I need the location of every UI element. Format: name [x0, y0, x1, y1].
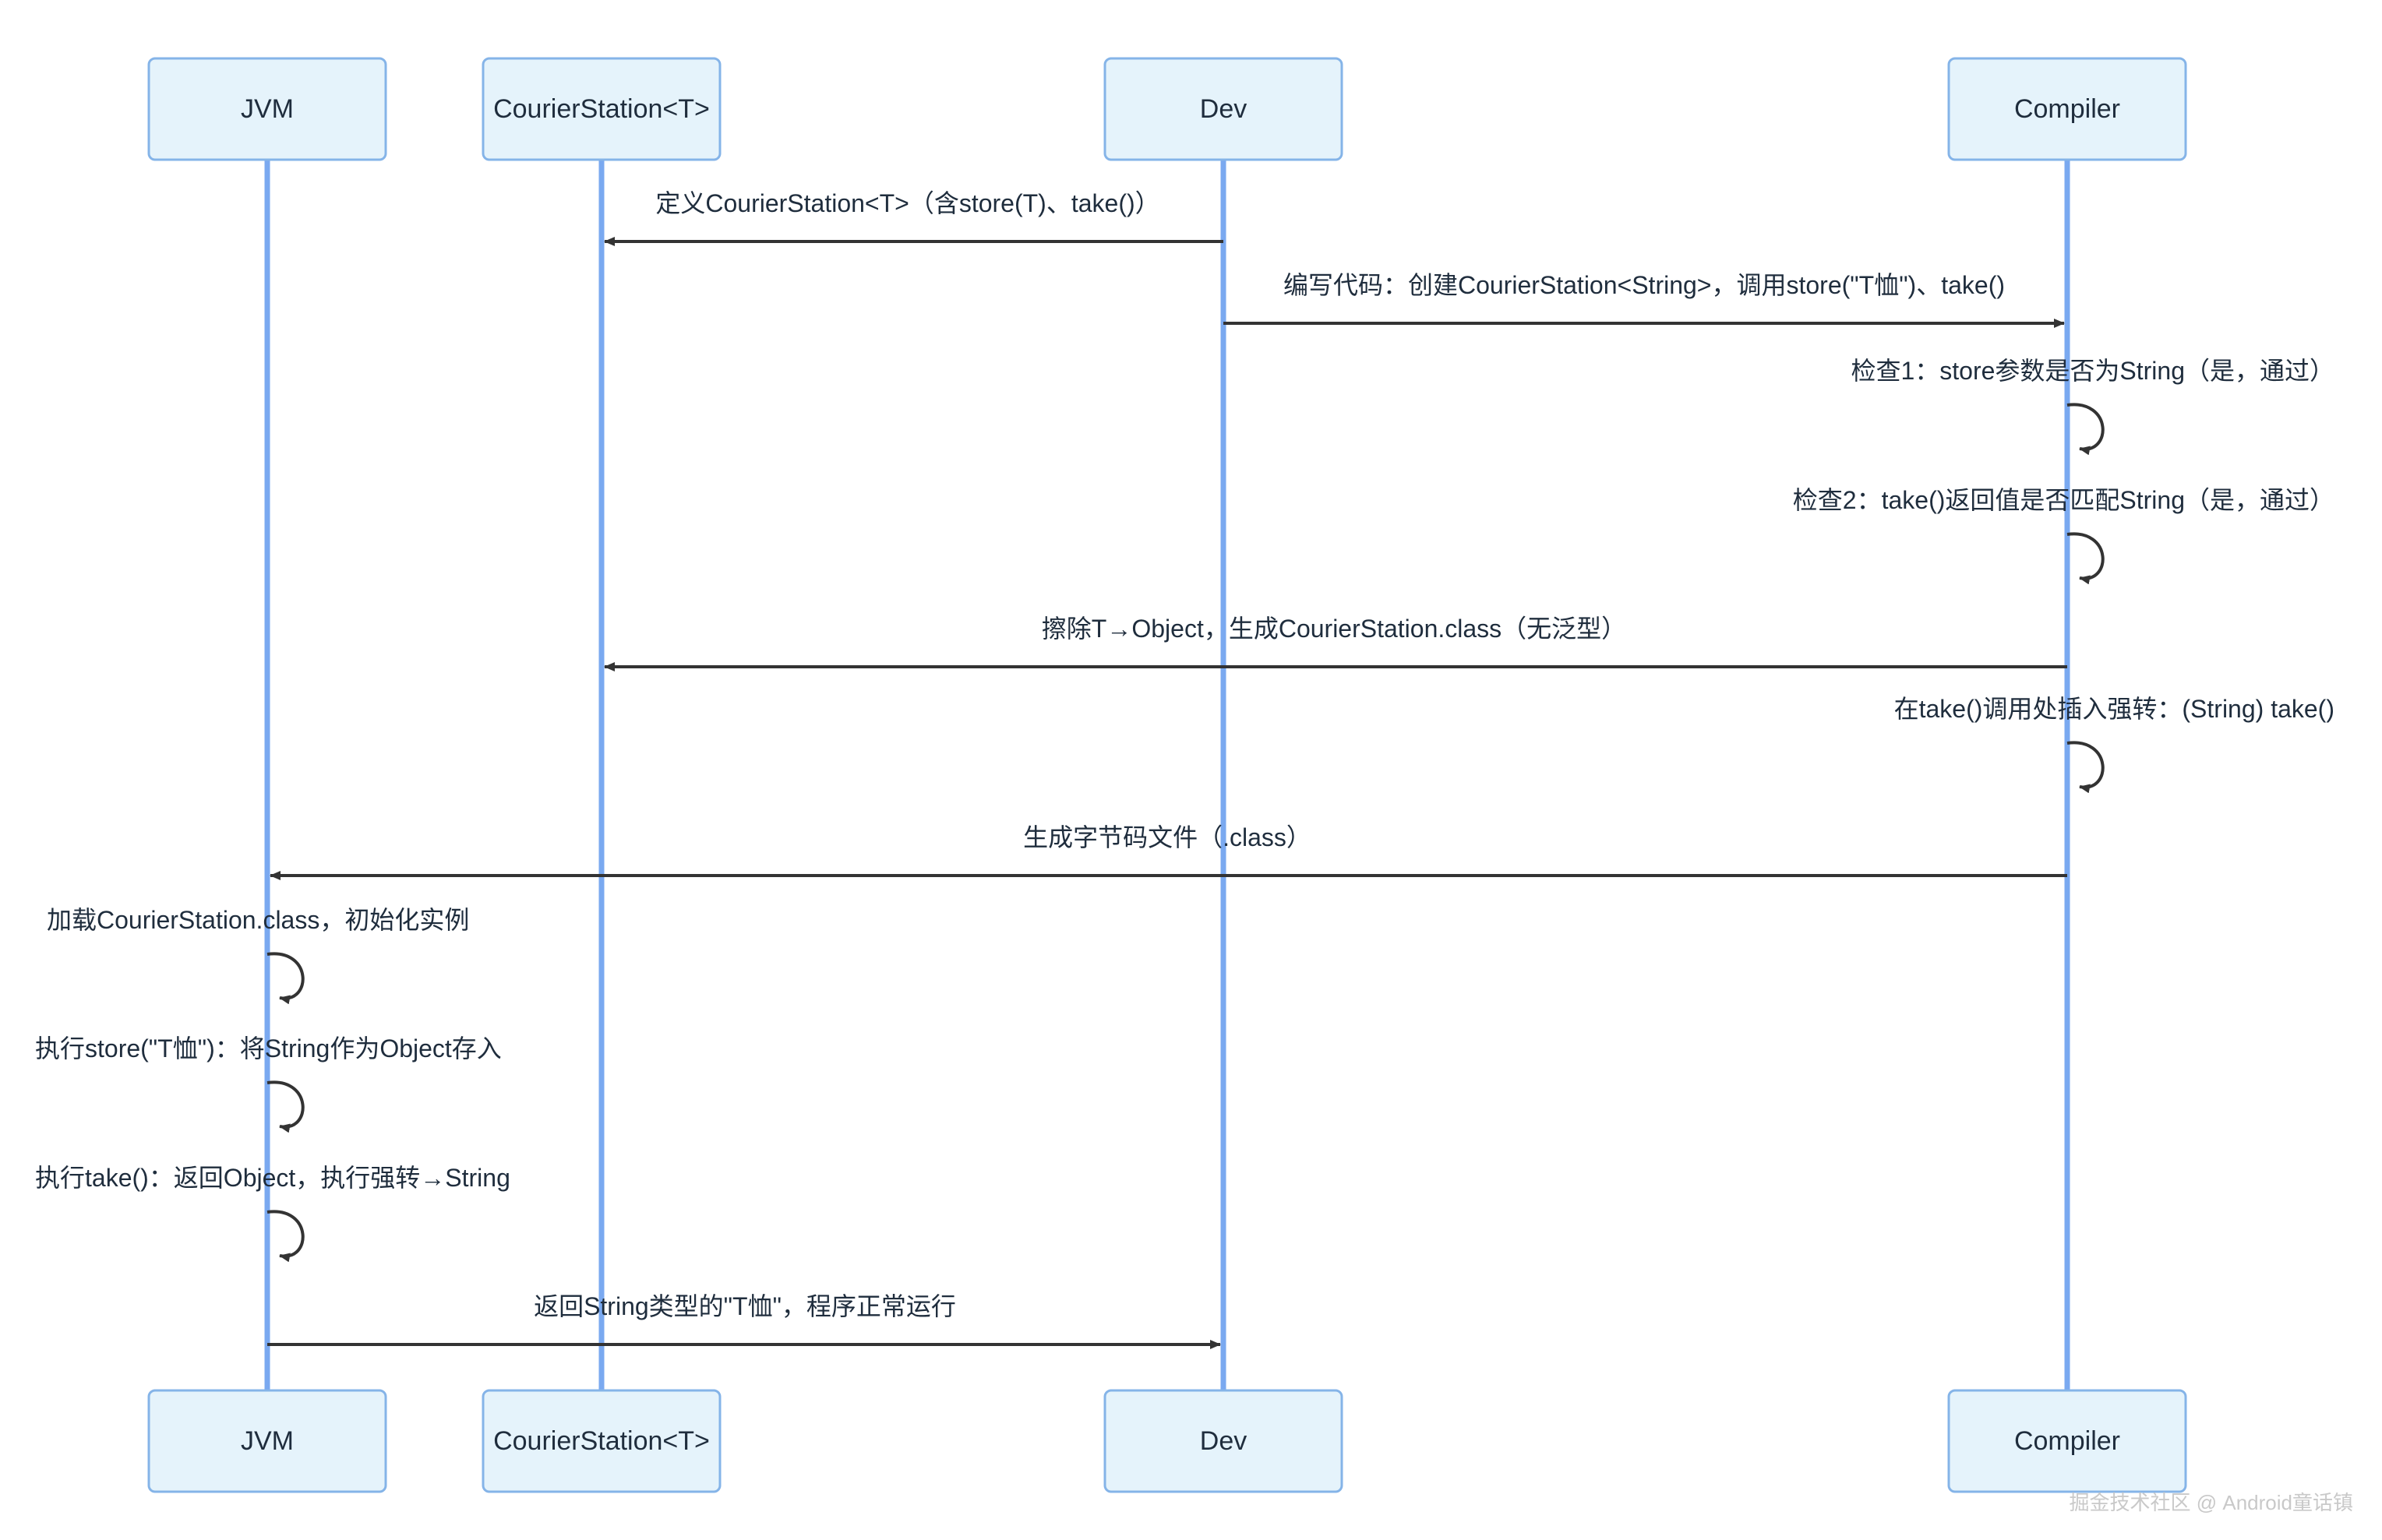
message-label: 检查1：store参数是否为String（是，通过） [1851, 357, 2334, 385]
participant-jvm-bottom[interactable]: JVM [147, 1389, 387, 1493]
participant-label: CourierStation<T> [493, 94, 710, 124]
message-11-arrow[interactable]: 返回String类型的"T恤"，程序正常运行 [267, 1292, 1221, 1349]
message-4-self-loop[interactable]: 检查2：take()返回值是否匹配String（是，通过） [1793, 486, 2334, 585]
message-label: 返回String类型的"T恤"，程序正常运行 [534, 1292, 956, 1320]
participant-box [1103, 57, 1343, 161]
participant-box [1103, 1389, 1343, 1493]
message-1-arrow[interactable]: 定义CourierStation<T>（含store(T)、take()） [604, 189, 1223, 246]
participant-label: Compiler [2014, 1426, 2120, 1456]
message-7-arrow[interactable]: 生成字节码文件（.class） [270, 823, 2067, 880]
participant-station-bottom[interactable]: CourierStation<T> [482, 1389, 722, 1493]
message-label: 加载CourierStation.class，初始化实例 [47, 906, 469, 934]
message-9-self-loop[interactable]: 执行store("T恤")：将String作为Object存入 [35, 1034, 502, 1133]
participant-label: Dev [1200, 1426, 1247, 1456]
message-3-self-loop[interactable]: 检查1：store参数是否为String（是，通过） [1851, 357, 2334, 456]
message-label: 编写代码：创建CourierStation<String>，调用store("T… [1283, 271, 2005, 299]
message-label: 检查2：take()返回值是否匹配String（是，通过） [1793, 486, 2334, 514]
participant-box [482, 57, 722, 161]
participant-label: CourierStation<T> [493, 1426, 710, 1456]
self-message-arrow [266, 1080, 305, 1133]
participant-dev-bottom[interactable]: Dev [1103, 1389, 1343, 1493]
participant-box [1947, 57, 2187, 161]
participant-station-top[interactable]: CourierStation<T> [482, 57, 722, 161]
message-2-arrow[interactable]: 编写代码：创建CourierStation<String>，调用store("T… [1223, 271, 2065, 328]
lifelines-group [264, 160, 2070, 1390]
participant-label: Dev [1200, 94, 1247, 124]
actors-bottom-group: JVM CourierStation<T> Dev Compiler [147, 1389, 2187, 1493]
participant-box [1947, 1389, 2187, 1493]
message-label: 生成字节码文件（.class） [1023, 823, 1311, 851]
participant-box [482, 1389, 722, 1493]
self-message-arrow [2066, 403, 2105, 456]
actors-top-group: JVM CourierStation<T> Dev Compiler [147, 57, 2187, 161]
participant-label: JVM [241, 94, 294, 124]
message-10-self-loop[interactable]: 执行take()：返回Object，执行强转→String [35, 1164, 510, 1263]
self-message-arrow [266, 1210, 305, 1263]
participant-label: JVM [241, 1426, 294, 1456]
self-message-arrow [2066, 532, 2105, 585]
messages-group: 定义CourierStation<T>（含store(T)、take()） 编写代… [35, 189, 2334, 1349]
message-label: 定义CourierStation<T>（含store(T)、take()） [655, 189, 1159, 217]
participant-label: Compiler [2014, 94, 2120, 124]
participant-compiler-bottom[interactable]: Compiler [1947, 1389, 2187, 1493]
watermark: 掘金技术社区 @ Android童话镇 [2070, 1491, 2353, 1514]
self-message-arrow [2066, 741, 2105, 794]
message-8-self-loop[interactable]: 加载CourierStation.class，初始化实例 [47, 906, 469, 1005]
participant-box [147, 1389, 387, 1493]
message-label: 执行take()：返回Object，执行强转→String [35, 1164, 510, 1192]
self-message-arrow [266, 952, 305, 1005]
message-5-arrow[interactable]: 擦除T→Object，生成CourierStation.class（无泛型） [604, 615, 2067, 671]
message-6-self-loop[interactable]: 在take()调用处插入强转：(String) take() [1894, 695, 2334, 794]
message-label: 执行store("T恤")：将String作为Object存入 [35, 1034, 502, 1062]
participant-jvm-top[interactable]: JVM [147, 57, 387, 161]
message-label: 擦除T→Object，生成CourierStation.class（无泛型） [1042, 615, 1626, 643]
message-label: 在take()调用处插入强转：(String) take() [1894, 695, 2334, 723]
participant-compiler-top[interactable]: Compiler [1947, 57, 2187, 161]
participant-dev-top[interactable]: Dev [1103, 57, 1343, 161]
participant-box [147, 57, 387, 161]
